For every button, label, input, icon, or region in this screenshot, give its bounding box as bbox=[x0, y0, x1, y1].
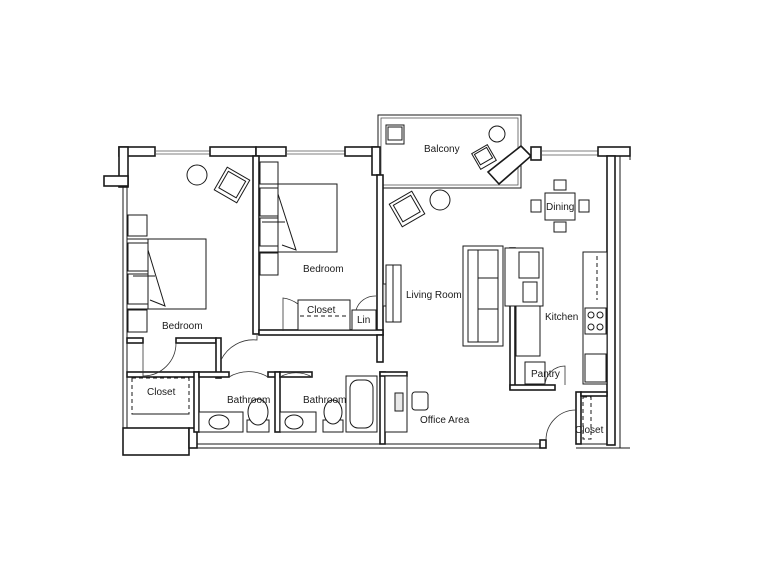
closet-right bbox=[545, 396, 592, 441]
sink bbox=[208, 414, 230, 430]
laptop bbox=[394, 392, 404, 412]
nightstand bbox=[259, 161, 279, 185]
balcony-table bbox=[488, 125, 506, 143]
label-kitchen: Kitchen bbox=[545, 312, 578, 323]
toilet bbox=[247, 398, 269, 426]
balcony-angled-wall bbox=[486, 144, 533, 186]
toilet bbox=[323, 399, 343, 425]
label-office-area: Office Area bbox=[420, 415, 470, 426]
office-area-furniture bbox=[384, 375, 429, 433]
bed-left bbox=[126, 238, 207, 310]
bedroom-left-furniture bbox=[126, 164, 258, 415]
interior-walls bbox=[126, 155, 608, 449]
closet-center-box bbox=[297, 299, 351, 331]
dining-chair bbox=[578, 199, 590, 213]
dishwasher bbox=[522, 281, 538, 303]
bathroom-center-fixtures bbox=[279, 372, 378, 433]
bedroom-center-furniture bbox=[258, 161, 377, 331]
bathtub bbox=[345, 375, 378, 433]
label-linen: Lin bbox=[357, 315, 370, 326]
nightstand bbox=[127, 214, 148, 237]
living-room-furniture bbox=[382, 189, 504, 347]
exterior-walls bbox=[103, 146, 631, 456]
balcony-chair-right bbox=[471, 144, 497, 170]
bed-center bbox=[258, 183, 338, 253]
armchair bbox=[213, 166, 251, 204]
label-dining: Dining bbox=[546, 202, 574, 213]
label-bathroom-center: Bathroom bbox=[303, 395, 346, 406]
room-labels: Balcony Bedroom Bedroom Closet Closet Li… bbox=[147, 144, 604, 436]
sink bbox=[518, 251, 540, 279]
label-closet-right: Closet bbox=[575, 425, 604, 436]
sofa bbox=[462, 245, 504, 347]
office-chair bbox=[411, 391, 429, 411]
label-closet-center: Closet bbox=[307, 305, 336, 316]
label-closet-left: Closet bbox=[147, 387, 176, 398]
cooktop bbox=[584, 307, 607, 335]
dining-chair bbox=[553, 179, 567, 191]
dining-table bbox=[544, 192, 576, 221]
nightstand bbox=[259, 252, 279, 276]
side-table bbox=[186, 164, 208, 186]
label-pantry: Pantry bbox=[531, 369, 560, 380]
pantry-shelf bbox=[524, 361, 546, 385]
bathroom-left-fixtures bbox=[198, 371, 270, 433]
dining-chair bbox=[530, 199, 542, 213]
label-living-room: Living Room bbox=[406, 290, 462, 301]
kitchen-fixtures bbox=[504, 247, 608, 386]
label-bedroom-center: Bedroom bbox=[303, 264, 344, 275]
living-armchair bbox=[388, 190, 426, 228]
sink bbox=[284, 414, 304, 430]
nightstand bbox=[127, 309, 148, 333]
dining-set bbox=[530, 179, 590, 233]
refrigerator bbox=[584, 353, 607, 383]
label-bedroom-left: Bedroom bbox=[162, 321, 203, 332]
balcony-chair-left bbox=[385, 124, 405, 145]
tv-console bbox=[382, 264, 402, 323]
dining-chair bbox=[553, 221, 567, 233]
linen-closet-box bbox=[351, 309, 377, 331]
side-table bbox=[429, 189, 451, 211]
counter bbox=[515, 305, 541, 357]
label-bathroom-left: Bathroom bbox=[227, 395, 270, 406]
label-balcony: Balcony bbox=[424, 144, 460, 155]
